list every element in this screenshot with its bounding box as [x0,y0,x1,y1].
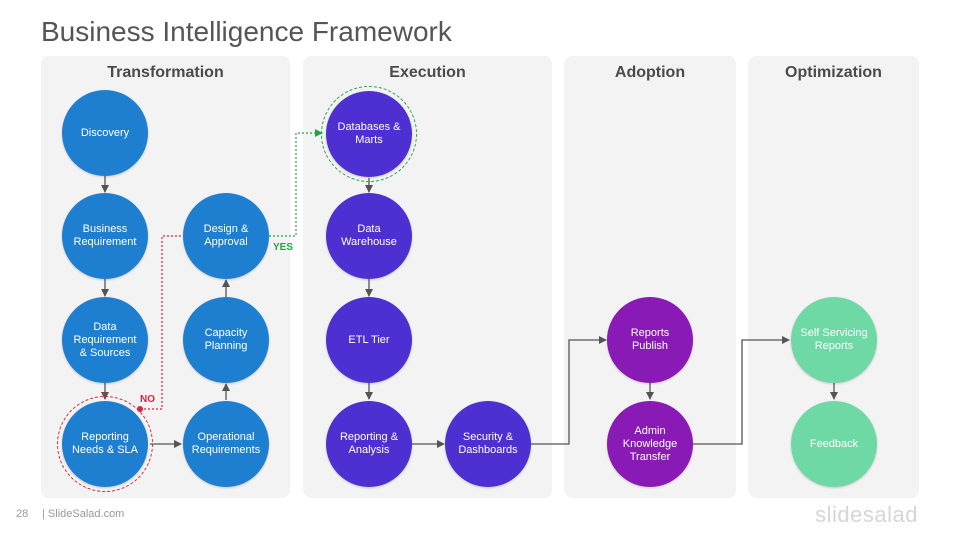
databases-marts-highlight-ring [321,86,417,182]
brand-logo: slidesalad [815,502,918,527]
no-label: NO [140,394,155,405]
node-reporting-needs-label: Reporting Needs & SLA [71,431,139,456]
node-reporting-analysis[interactable]: Reporting & Analysis [326,401,412,487]
node-discovery-label: Discovery [80,126,130,139]
node-design-approval[interactable]: Design & Approval [183,193,269,279]
node-reporting-analysis-label: Reporting & Analysis [339,431,399,456]
node-operational-requirements-label: Operational Requirements [191,431,261,456]
node-data-requirement[interactable]: Data Requirement & Sources [62,297,148,383]
node-reports-publish-label: Reports Publish [630,327,670,352]
node-etl-tier[interactable]: ETL Tier [326,297,412,383]
node-capacity-planning[interactable]: Capacity Planning [183,297,269,383]
panel-title-adoption: Adoption [614,64,686,81]
node-self-servicing-reports-label: Self Servicing Reports [800,327,868,352]
node-etl-tier-label: ETL Tier [348,333,390,346]
node-admin-knowledge-transfer-label: Admin Knowledge Transfer [622,424,678,463]
node-self-servicing-reports[interactable]: Self Servicing Reports [791,297,877,383]
node-admin-knowledge-transfer[interactable]: Admin Knowledge Transfer [607,401,693,487]
node-security-dashboards[interactable]: Security & Dashboards [445,401,531,487]
node-data-warehouse[interactable]: Data Warehouse [326,193,412,279]
page-number: 28 [16,508,29,520]
node-databases-marts[interactable]: Databases & Marts [326,91,412,177]
node-discovery[interactable]: Discovery [62,90,148,176]
node-business-requirement[interactable]: Business Requirement [62,193,148,279]
panel-title-transformation: Transformation [107,64,224,81]
node-business-requirement-label: Business Requirement [73,223,137,248]
footer-site-link[interactable]: | SlideSalad.com [42,508,125,520]
node-design-approval-label: Design & Approval [203,223,249,248]
reporting-needs-highlight-ring [57,396,153,492]
node-capacity-planning-label: Capacity Planning [204,327,248,352]
node-feedback[interactable]: Feedback [791,401,877,487]
node-reports-publish[interactable]: Reports Publish [607,297,693,383]
panel-title-execution: Execution [389,64,466,81]
node-reporting-needs[interactable]: Reporting Needs & SLA [62,401,148,487]
node-feedback-label: Feedback [809,437,859,450]
slide-title: Business Intelligence Framework [41,16,452,47]
node-data-requirement-label: Data Requirement & Sources [73,320,137,359]
node-data-warehouse-label: Data Warehouse [341,223,397,248]
yes-label: YES [273,242,294,253]
node-security-dashboards-label: Security & Dashboards [458,431,518,456]
node-databases-marts-label: Databases & Marts [337,121,401,146]
node-operational-requirements[interactable]: Operational Requirements [183,401,269,487]
panel-title-optimization: Optimization [785,64,882,81]
